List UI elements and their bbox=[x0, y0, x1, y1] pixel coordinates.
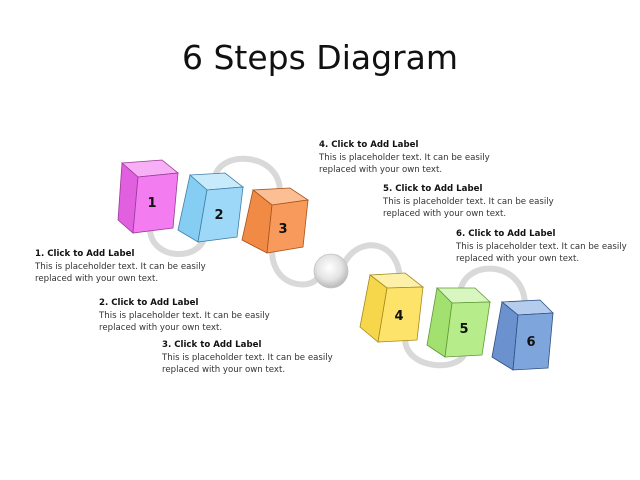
step-2-number: 2 bbox=[214, 208, 223, 223]
step-3-label: 3. Click to Add Label This is placeholde… bbox=[162, 339, 333, 377]
step-1-label: 1. Click to Add Label This is placeholde… bbox=[35, 248, 206, 286]
step-2-body-line2: replaced with your own text. bbox=[99, 323, 223, 333]
step-2-heading[interactable]: 2. Click to Add Label bbox=[99, 298, 199, 308]
step-4-body-line2: replaced with your own text. bbox=[319, 165, 443, 175]
step-5-body-line2: replaced with your own text. bbox=[383, 209, 507, 219]
step-6-heading[interactable]: 6. Click to Add Label bbox=[456, 229, 556, 239]
connector-path bbox=[147, 155, 528, 369]
step-1-body-line1: This is placeholder text. It can be easi… bbox=[35, 261, 206, 272]
step-4-cube[interactable]: 4 bbox=[359, 272, 425, 343]
page-title: 6 Steps Diagram bbox=[182, 38, 458, 77]
step-2-cube[interactable]: 2 bbox=[177, 172, 245, 243]
step-1-number: 1 bbox=[147, 196, 156, 211]
step-3-body-line1: This is placeholder text. It can be easi… bbox=[162, 352, 333, 363]
step-6-label: 6. Click to Add Label This is placeholde… bbox=[456, 228, 627, 266]
step-4-heading[interactable]: 4. Click to Add Label bbox=[319, 140, 419, 150]
step-4-number: 4 bbox=[394, 309, 403, 324]
step-4-body-line1: This is placeholder text. It can be easi… bbox=[319, 152, 490, 163]
step-3-number: 3 bbox=[278, 222, 287, 237]
step-6-body-line2: replaced with your own text. bbox=[456, 254, 580, 264]
step-3-heading[interactable]: 3. Click to Add Label bbox=[162, 340, 262, 350]
step-6-body-line1: This is placeholder text. It can be easi… bbox=[456, 241, 627, 252]
step-5-number: 5 bbox=[459, 322, 468, 337]
step-1-body-line2: replaced with your own text. bbox=[35, 274, 159, 284]
step-1-cube[interactable]: 1 bbox=[117, 159, 180, 234]
step-1-heading[interactable]: 1. Click to Add Label bbox=[35, 249, 135, 259]
step-5-label: 5. Click to Add Label This is placeholde… bbox=[383, 183, 554, 221]
step-5-cube[interactable]: 5 bbox=[426, 287, 491, 358]
step-5-body-line1: This is placeholder text. It can be easi… bbox=[383, 196, 554, 207]
step-6-cube[interactable]: 6 bbox=[491, 299, 554, 371]
step-4-label: 4. Click to Add Label This is placeholde… bbox=[319, 139, 490, 177]
sphere-node bbox=[313, 253, 349, 289]
step-2-body-line1: This is placeholder text. It can be easi… bbox=[99, 310, 270, 321]
step-3-cube[interactable]: 3 bbox=[241, 187, 310, 254]
step-6-number: 6 bbox=[526, 335, 535, 350]
step-5-heading[interactable]: 5. Click to Add Label bbox=[383, 184, 483, 194]
step-2-label: 2. Click to Add Label This is placeholde… bbox=[99, 297, 270, 335]
step-3-body-line2: replaced with your own text. bbox=[162, 365, 286, 375]
